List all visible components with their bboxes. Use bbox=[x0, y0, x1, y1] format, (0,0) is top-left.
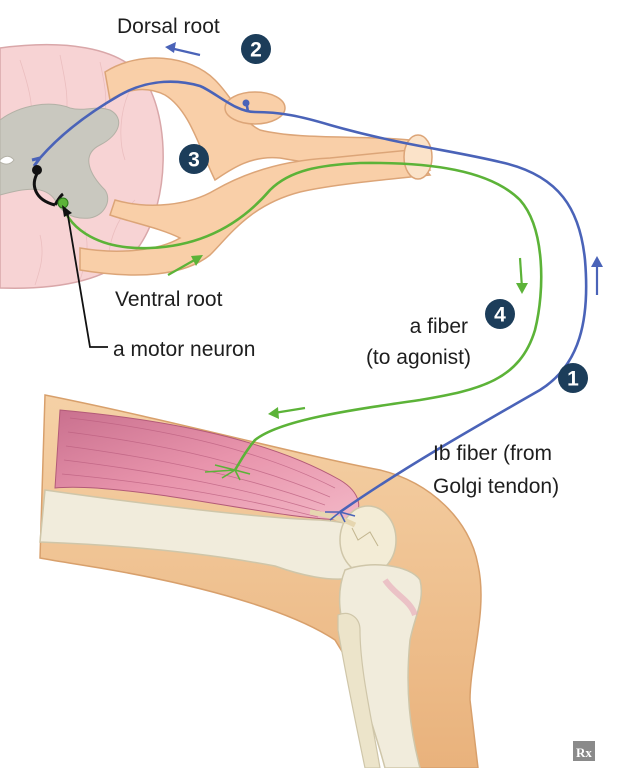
svg-text:4: 4 bbox=[494, 304, 506, 327]
ib-fiber bbox=[39, 80, 588, 514]
step-badge-3: 3 bbox=[179, 144, 209, 174]
spinal-cord bbox=[0, 43, 164, 289]
golgi-tendon-endings bbox=[325, 511, 356, 523]
neuromuscular-junction bbox=[204, 464, 251, 481]
motor-neuron-pointer bbox=[66, 209, 108, 348]
spinal-nerve-end bbox=[403, 134, 433, 180]
svg-text:3: 3 bbox=[188, 149, 200, 172]
muscle-striations bbox=[61, 417, 336, 518]
ib-fiber-arrow-up bbox=[591, 256, 603, 295]
patella-bone bbox=[339, 505, 397, 575]
label-ib-fiber-1: Ib fiber (from bbox=[433, 442, 552, 465]
label-dorsal-root: Dorsal root bbox=[117, 15, 220, 38]
flow-arrows bbox=[165, 42, 603, 419]
motor-neuron bbox=[32, 165, 69, 209]
label-ib-fiber-2: Golgi tendon) bbox=[433, 475, 559, 498]
muscle-arrow bbox=[268, 406, 306, 419]
step-badge-4: 4 bbox=[485, 299, 515, 329]
rx-icon: Rx bbox=[573, 741, 595, 761]
ventral-arrow bbox=[167, 255, 203, 276]
nerve-roots bbox=[79, 57, 433, 276]
step-badge-1: 1 bbox=[558, 363, 588, 393]
label-motor-neuron: a motor neuron bbox=[113, 338, 255, 361]
ib-fiber-terminal bbox=[31, 156, 42, 167]
step-badge-2: 2 bbox=[241, 34, 271, 64]
dorsal-arrow bbox=[165, 42, 201, 57]
patellar-tendon bbox=[309, 509, 357, 528]
a-fiber bbox=[60, 161, 543, 471]
svg-text:2: 2 bbox=[250, 39, 262, 62]
a-fiber-arrow-down bbox=[516, 257, 528, 294]
dorsal-root-ganglion bbox=[224, 91, 286, 125]
svg-text:Rx: Rx bbox=[576, 745, 592, 760]
label-ventral-root: Ventral root bbox=[115, 288, 223, 311]
leg bbox=[39, 394, 482, 768]
fibula-bone bbox=[337, 612, 381, 768]
gray-matter bbox=[0, 103, 120, 219]
label-a-fiber-1: a fiber bbox=[410, 315, 468, 338]
label-a-fiber-2: (to agonist) bbox=[366, 346, 471, 369]
svg-text:1: 1 bbox=[567, 368, 579, 391]
